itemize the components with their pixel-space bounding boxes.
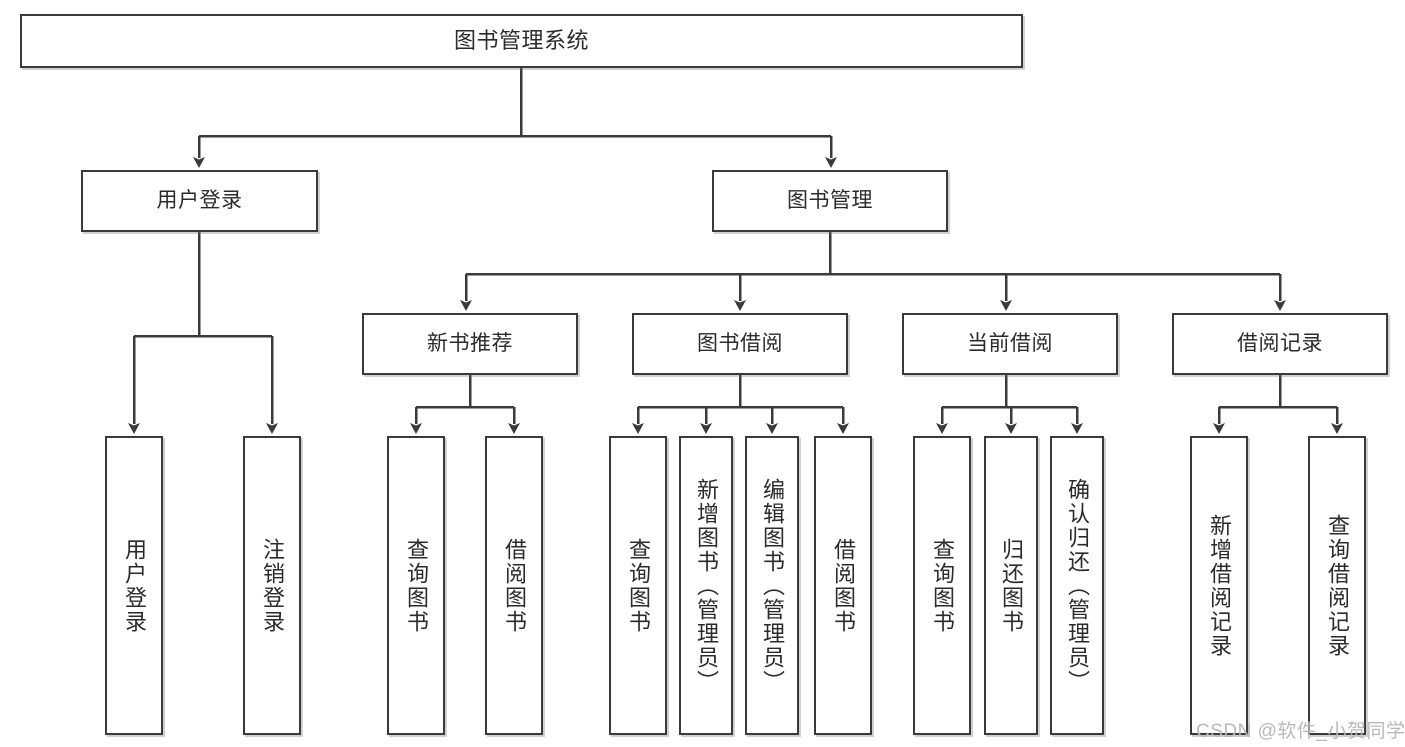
node-leaf-add-book-label: 新增图书（管理员） — [694, 477, 719, 694]
node-leaf-edit-book[interactable]: 编辑图书（管理员） — [745, 436, 799, 735]
node-leaf-user-login[interactable]: 用户登录 — [105, 436, 163, 735]
node-leaf-return-book[interactable]: 归还图书 — [984, 436, 1038, 735]
node-leaf-user-logout-label: 注销登录 — [260, 537, 285, 634]
node-leaf-borrow-book-2[interactable]: 借阅图书 — [814, 436, 872, 735]
node-leaf-confirm-return[interactable]: 确认归还（管理员） — [1050, 436, 1104, 735]
node-book-manage-label: 图书管理 — [787, 189, 873, 213]
node-borrow-record[interactable]: 借阅记录 — [1172, 313, 1388, 375]
node-leaf-add-record-label: 新增借阅记录 — [1207, 513, 1232, 658]
node-leaf-query-book-3-label: 查询图书 — [930, 537, 955, 634]
node-root[interactable]: 图书管理系统 — [20, 14, 1023, 68]
node-leaf-query-record[interactable]: 查询借阅记录 — [1308, 436, 1366, 735]
node-book-borrow[interactable]: 图书借阅 — [632, 313, 848, 375]
node-leaf-borrow-book-1-label: 借阅图书 — [502, 537, 527, 634]
node-new-book-recommend-label: 新书推荐 — [427, 332, 513, 356]
node-leaf-query-book-3[interactable]: 查询图书 — [913, 436, 971, 735]
node-leaf-user-logout[interactable]: 注销登录 — [243, 436, 301, 735]
node-user-login-label: 用户登录 — [156, 189, 243, 213]
node-current-borrow-label: 当前借阅 — [967, 332, 1053, 356]
node-leaf-user-login-label: 用户登录 — [122, 537, 147, 634]
node-leaf-add-book[interactable]: 新增图书（管理员） — [679, 436, 733, 735]
node-current-borrow[interactable]: 当前借阅 — [902, 313, 1118, 375]
node-leaf-query-book-1[interactable]: 查询图书 — [387, 436, 445, 735]
node-leaf-borrow-book-1[interactable]: 借阅图书 — [485, 436, 543, 735]
node-leaf-add-record[interactable]: 新增借阅记录 — [1190, 436, 1248, 735]
node-leaf-query-book-1-label: 查询图书 — [404, 537, 429, 634]
node-root-label: 图书管理系统 — [453, 27, 589, 53]
node-leaf-query-book-2-label: 查询图书 — [626, 537, 651, 634]
node-leaf-query-record-label: 查询借阅记录 — [1325, 513, 1350, 658]
node-leaf-confirm-return-label: 确认归还（管理员） — [1065, 477, 1090, 694]
node-leaf-query-book-2[interactable]: 查询图书 — [609, 436, 667, 735]
node-user-login[interactable]: 用户登录 — [81, 170, 318, 232]
node-new-book-recommend[interactable]: 新书推荐 — [362, 313, 578, 375]
node-borrow-record-label: 借阅记录 — [1237, 332, 1323, 356]
node-book-manage[interactable]: 图书管理 — [712, 170, 948, 232]
node-book-borrow-label: 图书借阅 — [697, 332, 783, 356]
node-leaf-edit-book-label: 编辑图书（管理员） — [760, 477, 785, 694]
node-leaf-borrow-book-2-label: 借阅图书 — [831, 537, 856, 634]
node-leaf-return-book-label: 归还图书 — [999, 537, 1024, 634]
